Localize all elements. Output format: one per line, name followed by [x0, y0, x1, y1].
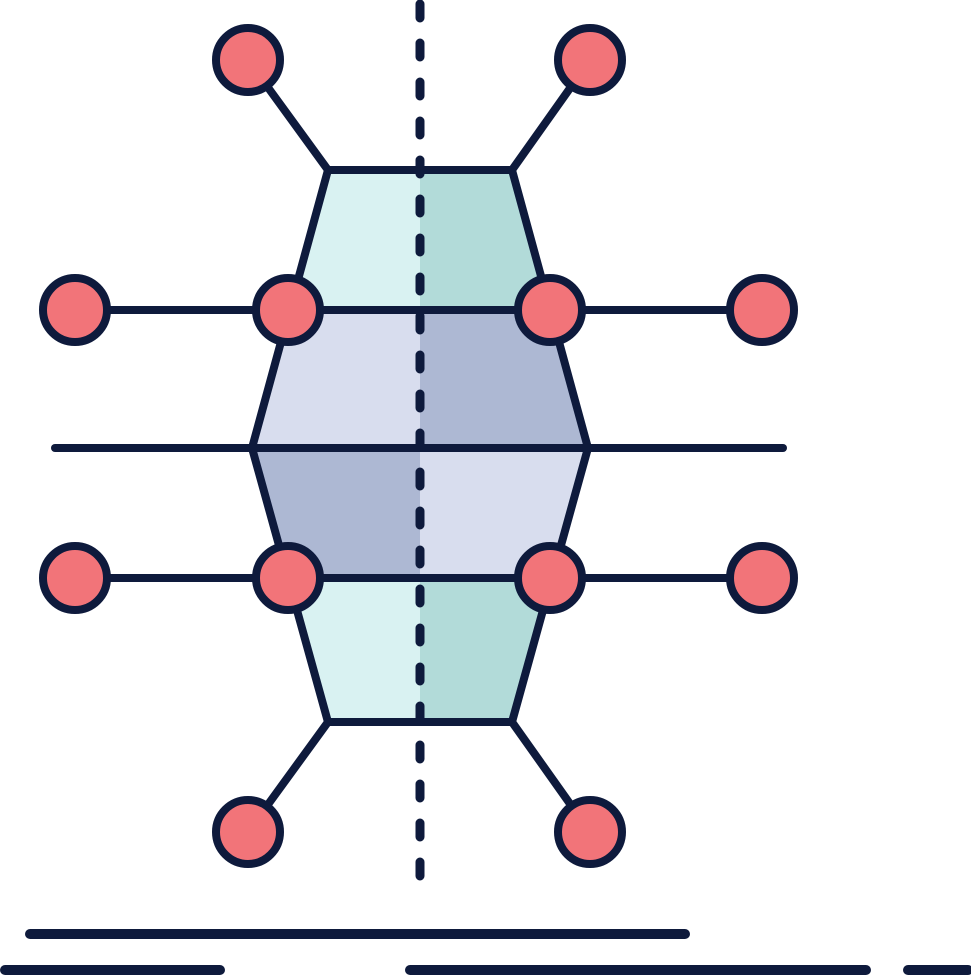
- node-upper-inner-right: [514, 274, 586, 346]
- node-top-left: [212, 24, 284, 96]
- node-bottom-left: [212, 796, 284, 868]
- node-upper-inner-left: [252, 274, 324, 346]
- node-bottom-right: [554, 796, 626, 868]
- node-lower-outer-left: [39, 542, 111, 614]
- node-lower-inner-left: [252, 542, 324, 614]
- node-top-right: [554, 24, 626, 96]
- base-lines: [0, 929, 971, 975]
- network-nodes: [39, 24, 798, 868]
- node-upper-outer-right: [726, 274, 798, 346]
- node-upper-outer-left: [39, 274, 111, 346]
- node-lower-outer-right: [726, 542, 798, 614]
- node-lower-inner-right: [514, 542, 586, 614]
